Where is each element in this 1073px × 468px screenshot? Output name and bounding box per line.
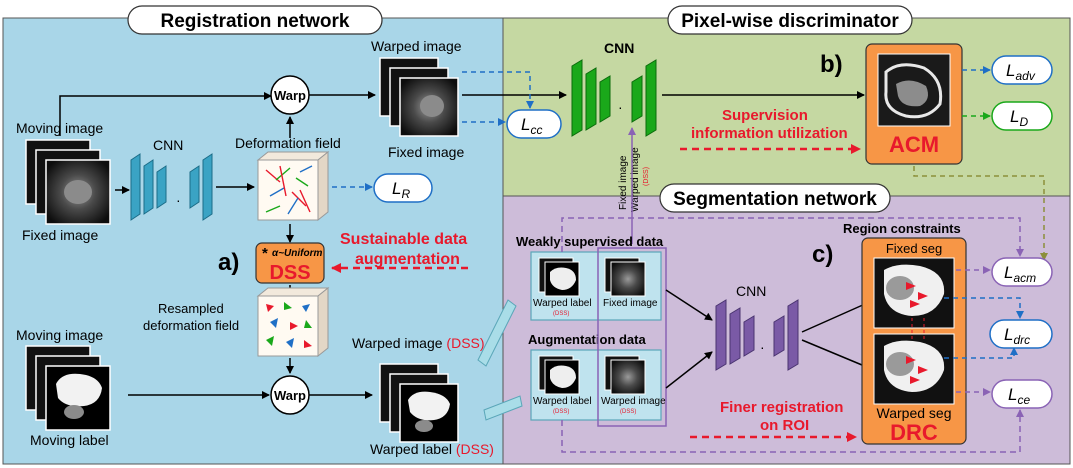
weakly-warped-label: Warped label	[533, 298, 592, 309]
vertical-fixed-image: Fixed image	[618, 155, 629, 210]
loss-ld: LD	[991, 101, 1053, 131]
loss-lce: Lce	[991, 379, 1053, 409]
registration-header: Registration network	[127, 5, 383, 35]
svg-text:LD: LD	[1010, 107, 1028, 129]
augmentation-data-label: Augmentation data	[528, 332, 646, 347]
moving-image-bottom-label: Moving image	[16, 327, 103, 343]
fixed-image-label: Fixed image	[22, 227, 98, 243]
svg-text:Ladv: Ladv	[1006, 61, 1036, 83]
svg-text:LR: LR	[392, 179, 410, 201]
discriminator-panel	[502, 17, 1071, 197]
warped-image-dss-label: Warped image (DSS)	[352, 335, 485, 351]
svg-text:Lce: Lce	[1008, 385, 1030, 407]
arrow-weakly-to-seg-cnn	[665, 289, 713, 321]
loss-ladv: Ladv	[991, 55, 1053, 85]
arrow-warped-label-to-seg	[483, 395, 523, 421]
segmentation-cnn: ·	[715, 299, 799, 371]
resampled-field-cube	[256, 286, 330, 358]
arrow-fixed-seg-to-ldrc	[944, 297, 1024, 319]
warped-seg-label: Warped seg	[877, 405, 952, 421]
deformation-field-cube	[256, 150, 330, 222]
registration-cnn: ·	[130, 153, 213, 221]
registration-cnn-label: CNN	[153, 137, 183, 153]
warp-top-label: Warp	[274, 88, 306, 103]
resampled-label-1: Resampled	[158, 301, 224, 316]
arrow-acm-to-lacm	[913, 166, 1048, 261]
warped-dss-stack	[379, 363, 459, 443]
moving-fixed-image-stack	[25, 139, 111, 225]
svg-text:Lcc: Lcc	[521, 115, 542, 137]
svg-text:Ldrc: Ldrc	[1004, 325, 1030, 347]
warped-label-dss-label: Warped label (DSS)	[370, 441, 494, 457]
dss-subtitle: α~Uniform	[272, 248, 322, 259]
discriminator-title: Pixel-wise discriminator	[681, 11, 899, 32]
supervision-text-1: Supervision	[722, 107, 808, 124]
vertical-dss: (DSS)	[643, 167, 650, 186]
fixed-image-right-label: Fixed image	[388, 144, 464, 160]
svg-text:·: ·	[176, 192, 181, 208]
loss-lr: LR	[373, 173, 433, 203]
sustainable-text-1: Sustainable data	[340, 231, 467, 248]
svg-text:·: ·	[760, 339, 765, 355]
warped-image-stack	[379, 57, 459, 137]
finer-text-1: Finer registration	[720, 399, 843, 416]
weakly-warped-label-tag: (DSS)	[553, 311, 569, 317]
svg-text:Lacm: Lacm	[1004, 263, 1036, 285]
sustainable-text-2: augmentation	[355, 251, 460, 268]
fixed-seg-label: Fixed seg	[886, 241, 942, 256]
arrow-moving-to-warp	[59, 92, 272, 136]
moving-label-text: Moving label	[30, 432, 109, 448]
arrow-warped-image-to-seg	[477, 299, 517, 367]
svg-text:·: ·	[618, 99, 623, 115]
arrow-warped-to-lcc	[462, 71, 534, 109]
warped-image-label: Warped image	[371, 38, 462, 54]
dss-box: * α~Uniform DSS	[255, 242, 325, 284]
vertical-warped-image: Warped image	[630, 147, 641, 212]
weakly-data-box: Warped label (DSS) Fixed image	[530, 251, 662, 321]
moving-label-stack	[25, 345, 111, 431]
arrow-weakly-label-to-lacm	[561, 217, 1024, 257]
marker-c: c)	[812, 241, 833, 268]
acm-label: ACM	[889, 132, 939, 157]
aug-warped-image-tag: (DSS)	[620, 409, 636, 415]
region-constraints-label: Region constraints	[843, 221, 961, 236]
loss-lcc: Lcc	[506, 109, 562, 139]
loss-lacm: Lacm	[991, 257, 1053, 287]
weakly-supervised-label: Weakly supervised data	[516, 234, 664, 249]
marker-b: b)	[820, 51, 843, 78]
arrow-aug-label-to-lce	[561, 409, 1024, 453]
drc-box: Fixed seg Warped seg DRC	[861, 237, 967, 445]
arrow-warped-seg-to-ldrc	[944, 347, 1018, 359]
aug-warped-image: Warped image	[601, 396, 666, 407]
dss-label: DSS	[269, 262, 310, 284]
aug-warped-label: Warped label	[533, 396, 592, 407]
discriminator-cnn-label: CNN	[604, 40, 634, 56]
deformation-field-label: Deformation field	[235, 135, 341, 151]
arrow-aug-to-seg-cnn	[665, 351, 713, 389]
augmentation-data-box: Warped label (DSS) Warped image (DSS)	[530, 349, 666, 421]
acm-box: ACM	[865, 43, 963, 165]
vertical-input-labels: Fixed image Warped image (DSS)	[618, 147, 650, 212]
segmentation-cnn-label: CNN	[736, 283, 766, 299]
registration-title: Registration network	[161, 11, 350, 32]
marker-a: a)	[218, 249, 239, 276]
weakly-fixed-image: Fixed image	[603, 298, 658, 309]
discriminator-header: Pixel-wise discriminator	[667, 5, 913, 35]
resampled-label-2: deformation field	[143, 318, 239, 333]
image-column-highlight	[597, 247, 667, 427]
loss-ldrc: Ldrc	[989, 319, 1053, 349]
drc-label: DRC	[890, 420, 938, 445]
warp-bottom-label: Warp	[274, 388, 306, 403]
supervision-text-2: information utilization	[691, 125, 848, 142]
finer-text-2: on ROI	[760, 417, 809, 434]
dss-star: *	[262, 245, 268, 262]
discriminator-cnn: ·	[571, 59, 657, 137]
segmentation-header: Segmentation network	[659, 183, 891, 213]
segmentation-title: Segmentation network	[673, 189, 877, 210]
aug-warped-label-tag: (DSS)	[553, 409, 569, 415]
